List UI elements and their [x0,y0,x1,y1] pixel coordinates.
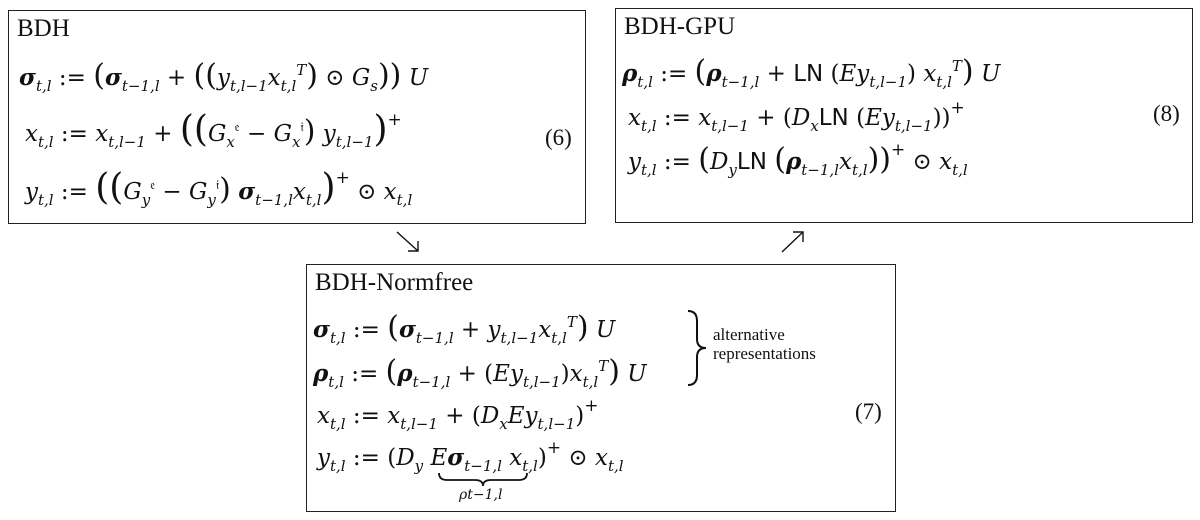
svg-text:ρt,l := (ρt−1,l + (Eyt,l−1)xt,: ρt,l := (ρt−1,l + (Eyt,l−1)xt,lT) U [312,354,648,391]
svg-text:xt,l := xt,l−1 + (DxEyt,l−1)+: xt,l := xt,l−1 + (DxEyt,l−1)+ [317,396,598,433]
svg-text:yt,l := ((Gy𝔢 − Gy𝔦) σt−1,lx: yt,l := ((Gy𝔢 − Gy𝔦) σt−1,lxt,l)+ ⊙ xt,l [24,167,412,209]
bdh-normfree-equation-y: yt,l := (Dy Eσt−1,l xt,l)+ ⊙ xt,l [316,438,624,475]
svg-text:yt,l := (Dy Eσt−1,l xt,l)+ ⊙ x: yt,l := (Dy Eσt−1,l xt,l)+ ⊙ xt,l [316,438,624,475]
svg-text:σt,l := (σt−1,l + ((yt,l−1xt,l: σt,l := (σt−1,l + ((yt,l−1xt,lT) ⊙ Gs)) … [19,58,430,95]
bdh-normfree-equation-sigma: σt,l := (σt−1,l + yt,l−1xt,lT) U [313,310,617,347]
bdh-equation-sigma: σt,l := (σt−1,l + ((yt,l−1xt,lT) ⊙ Gs)) … [19,58,430,95]
bdh-gpu-box: BDH-GPU ρt,l := (ρt−1,l + LN (Eyt,l−1) x… [615,8,1193,223]
alternative-representations-label: alternative representations [713,325,816,363]
bdh-gpu-equation-rho: ρt,l := (ρt−1,l + LN (Eyt,l−1) xt,lT) U [621,54,1002,91]
rho-underbrace [438,472,528,487]
bdh-equation-y: yt,l := ((Gy𝔢 − Gy𝔦) σt−1,lxt,l)+ ⊙ xt,l [24,167,412,209]
alternative-representations-brace [687,310,707,386]
svg-text:xt,l := xt,l−1 + ((Gx𝔢 − Gx𝔦: xt,l := xt,l−1 + ((Gx𝔢 − Gx𝔦) yt,l−1)+ [25,109,402,151]
svg-text:xt,l := xt,l−1 + (DxLN (Eyt,l−: xt,l := xt,l−1 + (DxLN (Eyt,l−1))+ [628,98,965,135]
bdh-box: BDH σt,l := (σt−1,l + ((yt,l−1xt,lT) ⊙ G… [8,10,586,224]
arrow-normfree-to-bdh-gpu [781,231,804,253]
bdh-title: BDH [17,15,70,42]
svg-text:σt,l := (σt−1,l + yt,l−1xt,lT): σt,l := (σt−1,l + yt,l−1xt,lT) U [313,310,617,347]
bdh-normfree-equation-number: (7) [855,399,882,424]
bdh-gpu-equation-y: yt,l := (DyLN (ρt−1,lxt,l))+ ⊙ xt,l [627,140,968,179]
bdh-gpu-title: BDH-GPU [624,13,736,40]
bdh-equation-number: (6) [545,125,572,150]
svg-text:yt,l := (DyLN (ρt−1,lxt,l))+ ⊙: yt,l := (DyLN (ρt−1,lxt,l))+ ⊙ xt,l [627,140,968,179]
bdh-normfree-equation-x: xt,l := xt,l−1 + (DxEyt,l−1)+ [317,396,598,433]
bdh-normfree-title: BDH-Normfree [315,269,474,296]
bdh-normfree-equation-rho: ρt,l := (ρt−1,l + (Eyt,l−1)xt,lT) U [312,354,648,391]
rho-underbrace-label: ρt−1,l [459,487,503,503]
bdh-gpu-equation-number: (8) [1153,101,1180,126]
bdh-normfree-box: BDH-Normfree σt,l := (σt−1,l + yt,l−1xt,… [306,264,896,512]
bdh-gpu-equation-x: xt,l := xt,l−1 + (DxLN (Eyt,l−1))+ [628,98,965,135]
svg-text:ρt,l := (ρt−1,l + LN (Eyt,l−1): ρt,l := (ρt−1,l + LN (Eyt,l−1) xt,lT) U [621,54,1002,91]
arrow-bdh-to-normfree [396,231,419,252]
bdh-equation-x: xt,l := xt,l−1 + ((Gx𝔢 − Gx𝔦) yt,l−1)+ [25,109,402,151]
